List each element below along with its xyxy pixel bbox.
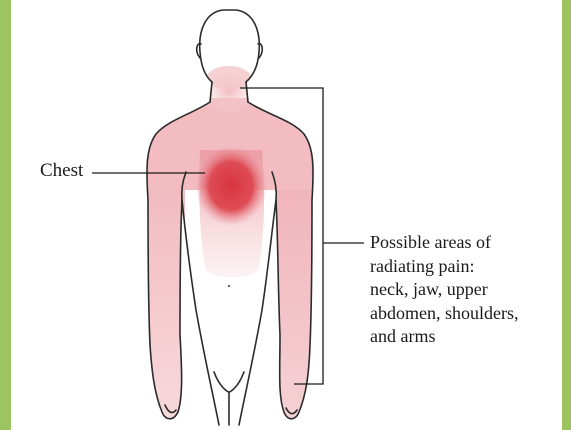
navel xyxy=(228,285,230,287)
radiating-pain-label: Possible areas of radiating pain: neck, … xyxy=(370,231,565,349)
chest-label: Chest xyxy=(40,160,83,182)
radiating-label-line: and arms xyxy=(370,325,565,349)
radiating-label-line: radiating pain: xyxy=(370,255,565,279)
radiating-label-line: Possible areas of xyxy=(370,231,565,255)
radiating-label-line: abdomen, shoulders, xyxy=(370,302,565,326)
pain-shading xyxy=(140,64,321,430)
chest-pain-core xyxy=(195,146,267,226)
radiating-label-line: neck, jaw, upper xyxy=(370,278,565,302)
